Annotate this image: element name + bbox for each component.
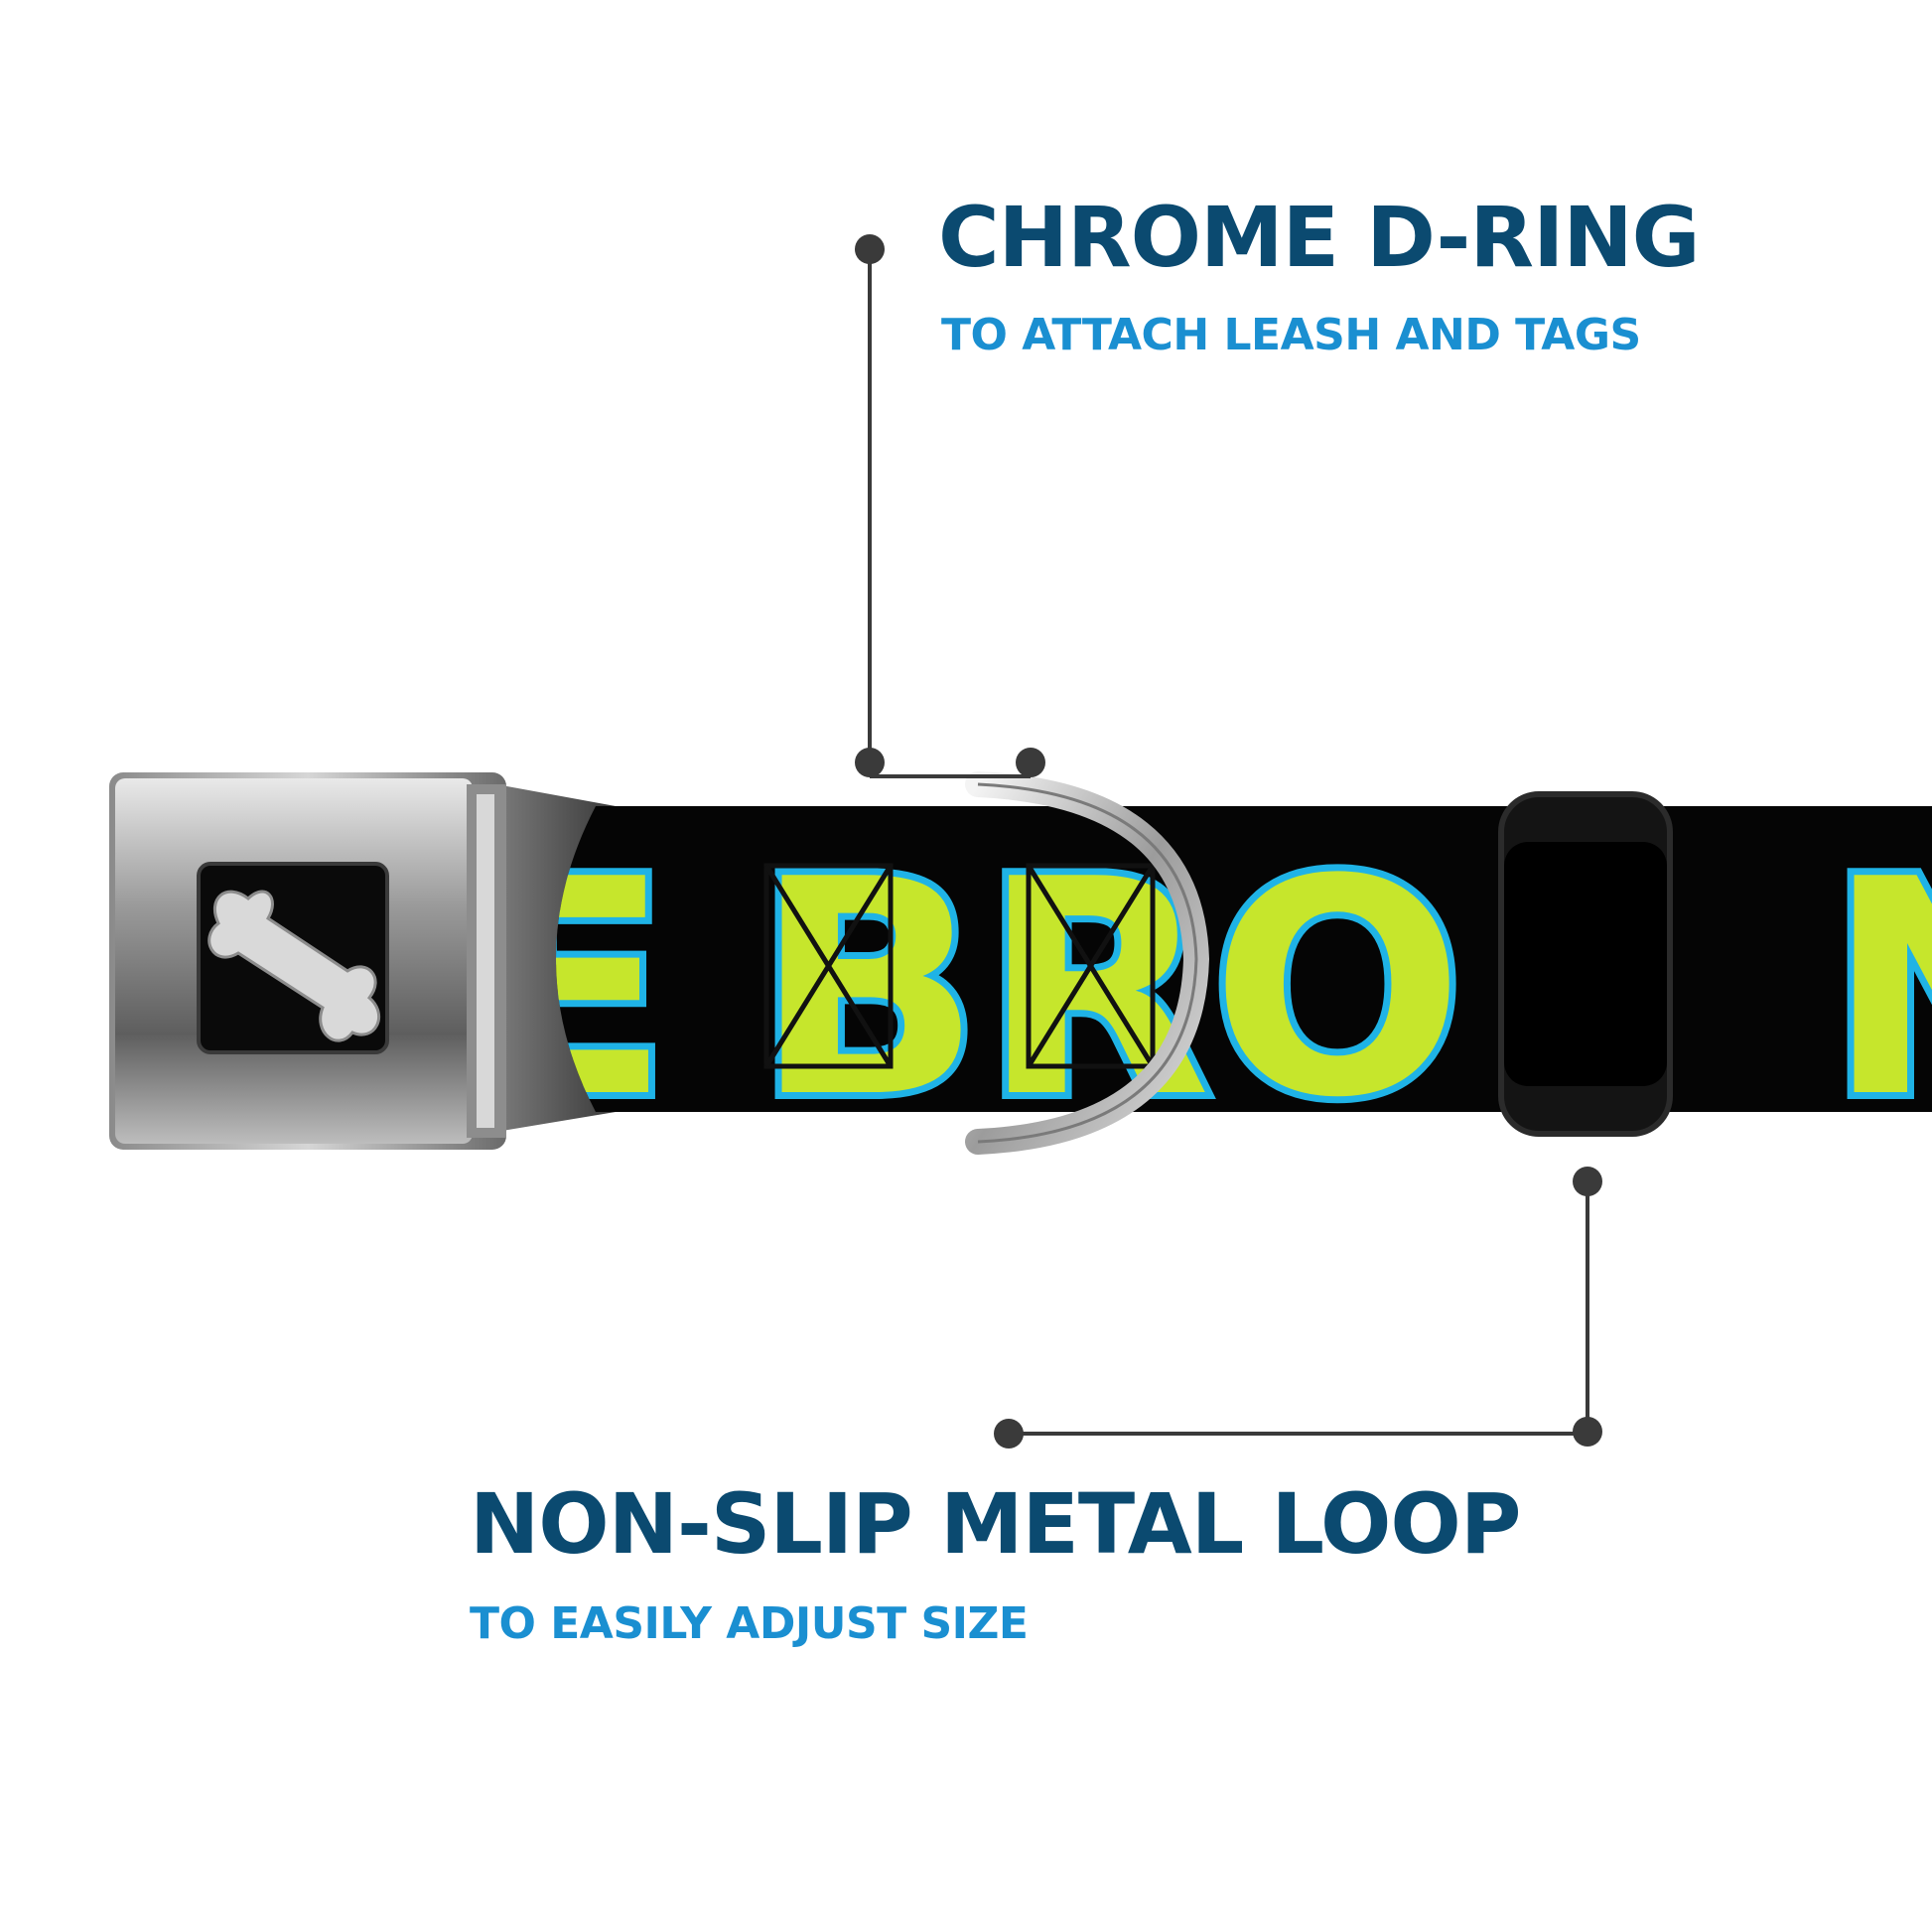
seatbelt-buckle xyxy=(109,772,506,1150)
metal-loop-subtitle: TO EASILY ADJUST SIZE xyxy=(470,1598,1029,1649)
slide-loop xyxy=(1498,791,1673,1137)
print-letter-right: N xyxy=(1827,816,1932,1163)
bone-icon xyxy=(207,890,380,1042)
metal-loop-title: NON-SLIP METAL LOOP xyxy=(470,1475,1521,1573)
d-ring-subtitle: TO ATTACH LEASH AND TAGS xyxy=(941,310,1641,360)
print-text-main: BRO xyxy=(755,816,1464,1163)
d-ring-title: CHROME D-RING xyxy=(938,189,1701,286)
stitch-boxes xyxy=(763,863,1156,1069)
d-ring xyxy=(965,771,1210,1155)
d-ring-callout-line xyxy=(855,234,1045,778)
metal-loop-callout-line xyxy=(994,1167,1602,1449)
print-letter-left: E xyxy=(467,816,670,1163)
